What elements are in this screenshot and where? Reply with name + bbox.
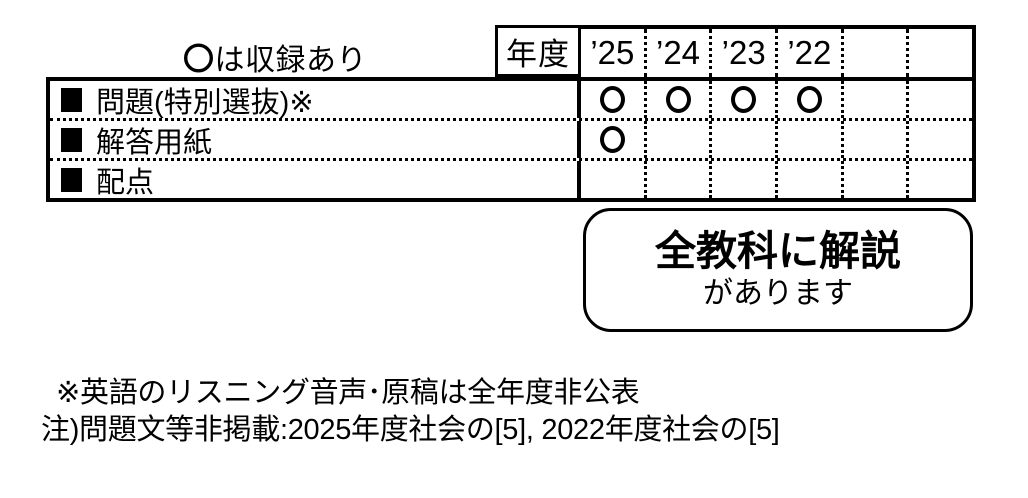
record-cell [709,121,775,158]
row-cells [581,121,972,158]
record-cell [775,81,841,118]
record-cell [840,81,907,118]
callout-subtitle: があります [703,276,853,310]
callout-box: 全教科に解説 があります [583,208,973,332]
record-cell [709,81,775,118]
table-row: 問題(特別選抜)※ [50,81,972,119]
record-cell [840,161,907,198]
year-column-header [840,29,907,77]
row-label-text: 問題(特別選抜)※ [96,86,314,119]
record-cell [643,121,710,158]
row-cells [581,161,972,198]
record-cell [840,121,907,158]
row-label: 問題(特別選抜)※ [50,81,581,119]
included-circle-icon [599,86,625,113]
row-cells [581,81,972,118]
included-circle-icon [796,86,822,113]
legend-text: は収録あり [214,44,367,77]
record-cell [709,161,775,198]
record-cell [581,161,644,198]
included-circle-icon [731,86,757,113]
record-cell [643,161,710,198]
bullet-square-icon [61,87,82,112]
year-column-header: ’23 [709,29,775,77]
record-cell [906,81,972,118]
table-row: 配点 [50,158,972,199]
year-column-header [906,29,972,77]
included-circle-icon [599,126,625,153]
record-cell [906,161,972,198]
record-cell [643,81,710,118]
record-cell [906,121,972,158]
bullet-square-icon [61,167,82,192]
year-column-header: ’22 [775,29,841,77]
year-header-row: ’25’24’23’22 [581,25,976,77]
row-label: 配点 [50,161,581,199]
record-cell [775,121,841,158]
table-row: 解答用紙 [50,118,972,159]
record-cell [775,161,841,198]
year-column-header: ’24 [643,29,710,77]
record-cell [581,121,644,158]
row-label: 解答用紙 [50,121,581,159]
year-column-header: ’25 [590,34,635,71]
year-header-label: 年度 [495,25,581,77]
footnote-omitted: 注)問題文等非掲載:2025年度社会の[5], 2022年度社会の[5] [41,414,780,446]
row-label-text: 配点 [96,166,155,199]
bullet-square-icon [61,127,82,152]
included-circle-icon [665,86,691,113]
legend-note: 〇は収録あり [183,34,367,79]
circle-mark-icon: 〇 [183,42,215,77]
row-label-text: 解答用紙 [96,126,213,159]
records-table: 問題(特別選抜)※ 解答用紙配点 [46,77,976,202]
footnote-listening: ※英語のリスニング音声･原稿は全年度非公表 [56,377,640,409]
callout-title: 全教科に解説 [655,227,901,274]
record-cell [581,81,644,118]
